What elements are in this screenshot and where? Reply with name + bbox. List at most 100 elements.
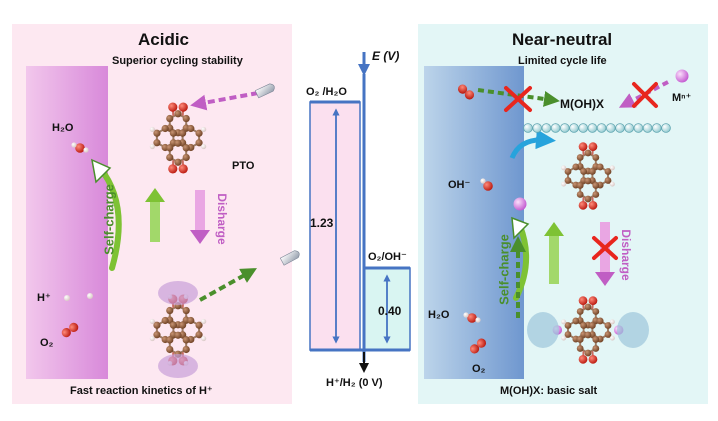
carbon-atom: [166, 114, 174, 123]
self-charge-arrowhead-acidic: [91, 158, 112, 184]
carbon-atom: [576, 345, 584, 352]
acidic-water-label: H₂O: [52, 122, 74, 134]
neutral-water-label: H₂O: [428, 309, 450, 321]
hydrogen-atom: [609, 165, 615, 171]
proton-lobe-bottom: [158, 354, 198, 378]
species-layer: [61, 69, 689, 354]
self-charge-arrowhead-neutral: [511, 216, 530, 240]
carbon-atom: [584, 149, 592, 157]
carbon-atom: [592, 182, 600, 189]
carbon-atom: [584, 303, 592, 311]
carbon-atom: [576, 191, 584, 198]
bullet-acidic-bottom: [279, 250, 300, 266]
carbon-atom: [564, 322, 572, 329]
hydrogen-atom: [561, 165, 567, 171]
carbon-atom: [195, 129, 203, 137]
acidic-footer: Fast reaction kinetics of H⁺: [70, 385, 213, 397]
gap-value-neutral: 0.40: [378, 304, 402, 318]
carbon-atom: [182, 153, 190, 162]
carbon-atom: [182, 345, 190, 354]
oxygen-atom: [588, 142, 598, 152]
carbon-atom: [153, 331, 161, 339]
level-o2-h2o-label: O₂ /H₂O: [306, 86, 347, 98]
carbon-atom: [182, 306, 190, 315]
basic-salt-chain: [523, 123, 671, 133]
carbon-atom: [576, 154, 584, 161]
acidic-oxygen-label: O₂: [40, 337, 54, 349]
discharge-arrow-neutral-head: [595, 272, 615, 286]
hydroxide-ion: [480, 178, 493, 191]
acidic-discharge-label: Disharge: [215, 193, 229, 245]
carbon-atom: [592, 336, 600, 343]
level-o2-oh-label: O₂/OH⁻: [368, 251, 407, 263]
cross-mark-top-left: [504, 86, 532, 112]
up-arrow-acidic-head: [145, 188, 165, 202]
salt-bead: [624, 123, 634, 133]
carbon-atom: [182, 336, 190, 344]
oxygen-atom: [457, 84, 468, 94]
acidic-proton-label: H⁺: [37, 292, 51, 304]
oxygen-atom: [483, 181, 493, 191]
oxygen-atom: [578, 354, 588, 364]
hydrogen-atom: [475, 317, 481, 323]
discharge-arrow-acidic-head: [190, 230, 210, 244]
metal-ion-label: Mⁿ⁺: [672, 92, 692, 104]
oxygen-atom: [178, 164, 188, 174]
oxygen-atom: [464, 90, 475, 100]
salt-bead: [523, 123, 533, 133]
salt-bead: [596, 123, 607, 133]
hydrogen-atom: [609, 181, 615, 187]
carbon-atom: [178, 321, 187, 329]
oxygen-atom: [168, 164, 178, 174]
salt-bead: [651, 123, 662, 133]
hydrogen-atom: [149, 335, 155, 342]
metal-ion-mid: [513, 197, 527, 211]
hydrogen-atom: [149, 318, 155, 325]
neutral-footer: M(OH)X: basic salt: [500, 385, 598, 397]
carbon-atom: [604, 177, 612, 184]
neutral-discharge-label: Disharge: [619, 229, 633, 281]
carbon-atom: [161, 316, 169, 325]
cross-mark-top-right: [632, 82, 658, 108]
carbon-atom: [166, 144, 174, 152]
neutral-water-molecule: [463, 312, 481, 323]
oxygen-atom: [467, 313, 477, 323]
carbon-atom: [576, 182, 584, 189]
oxygen-atom: [469, 344, 480, 354]
carbon-atom: [153, 129, 161, 137]
acidic-subtitle: Superior cycling stability: [112, 55, 243, 67]
carbon-atom: [166, 153, 174, 162]
oxygen-atom: [476, 338, 487, 348]
carbon-atom: [166, 336, 174, 344]
neutral-title: Near-neutral: [512, 30, 613, 49]
oxygen-atom: [588, 296, 598, 306]
carbon-atom: [182, 144, 190, 152]
oxygen-atom: [75, 143, 85, 153]
bullet-acidic-top: [254, 83, 275, 99]
hydroxide-label: OH⁻: [448, 179, 471, 191]
oxygen-atom: [578, 296, 588, 306]
salt-bead: [578, 123, 588, 133]
carbon-atom: [572, 317, 580, 325]
carbon-atom: [166, 345, 174, 354]
carbon-atom: [564, 331, 572, 338]
salt-bead: [661, 123, 671, 133]
dashed-green-arrow-acidic: [199, 268, 257, 302]
oxygen-atom: [69, 322, 79, 333]
pto-label: PTO: [232, 160, 255, 172]
carbon-atom: [178, 129, 187, 137]
pto-molecule-neutral: [561, 142, 615, 210]
hydrogen-atom: [201, 143, 207, 150]
carbon-atom: [588, 322, 596, 329]
energy-diagram: [309, 52, 411, 373]
hydrogen-atom: [480, 178, 486, 184]
carbon-atom: [169, 129, 178, 137]
carbon-atom: [596, 317, 604, 325]
carbon-atom: [187, 316, 195, 325]
self-charge-arrow-neutral: [513, 223, 530, 301]
carbon-atom: [592, 154, 600, 161]
carbon-atom: [166, 306, 174, 315]
carbon-atom: [584, 177, 592, 185]
gap-value-acidic: 1.23: [310, 216, 334, 230]
